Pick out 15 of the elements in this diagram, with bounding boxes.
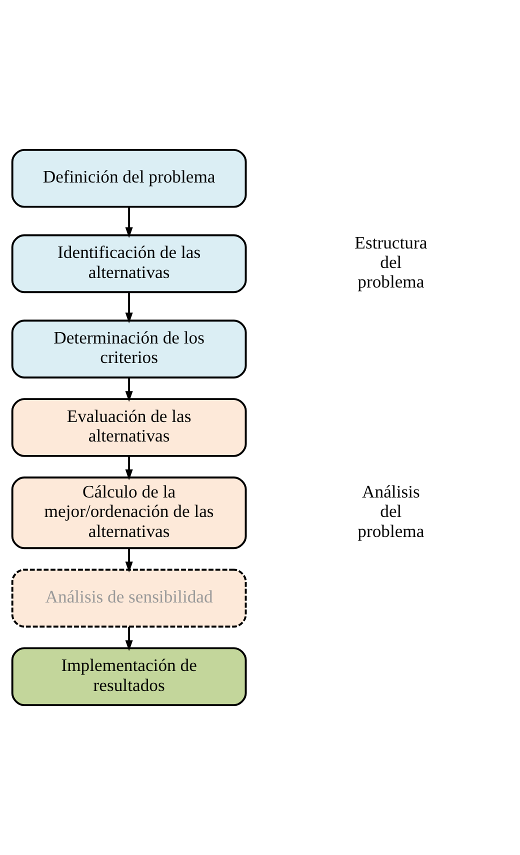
arrow	[125, 548, 133, 572]
arrow	[125, 207, 133, 238]
node-box: Evaluación de las alternativas	[11, 398, 247, 457]
node-box: Cálculo de la mejor/ordenación de las alternativas	[11, 476, 247, 550]
arrow	[125, 456, 133, 480]
arrow	[125, 626, 133, 652]
arrow	[125, 292, 133, 324]
node-box: Implementación de resultados	[11, 647, 247, 706]
node-box: Identificación de las alternativas	[11, 234, 247, 294]
label: Estructura del problema	[354, 232, 428, 292]
node-box: Análisis de sensibilidad	[11, 568, 247, 628]
arrow	[125, 378, 133, 402]
node-box: Determinación de los criterios	[11, 320, 247, 378]
node-box: Definición del problema	[11, 148, 247, 208]
label: Análisis del problema	[358, 482, 424, 541]
